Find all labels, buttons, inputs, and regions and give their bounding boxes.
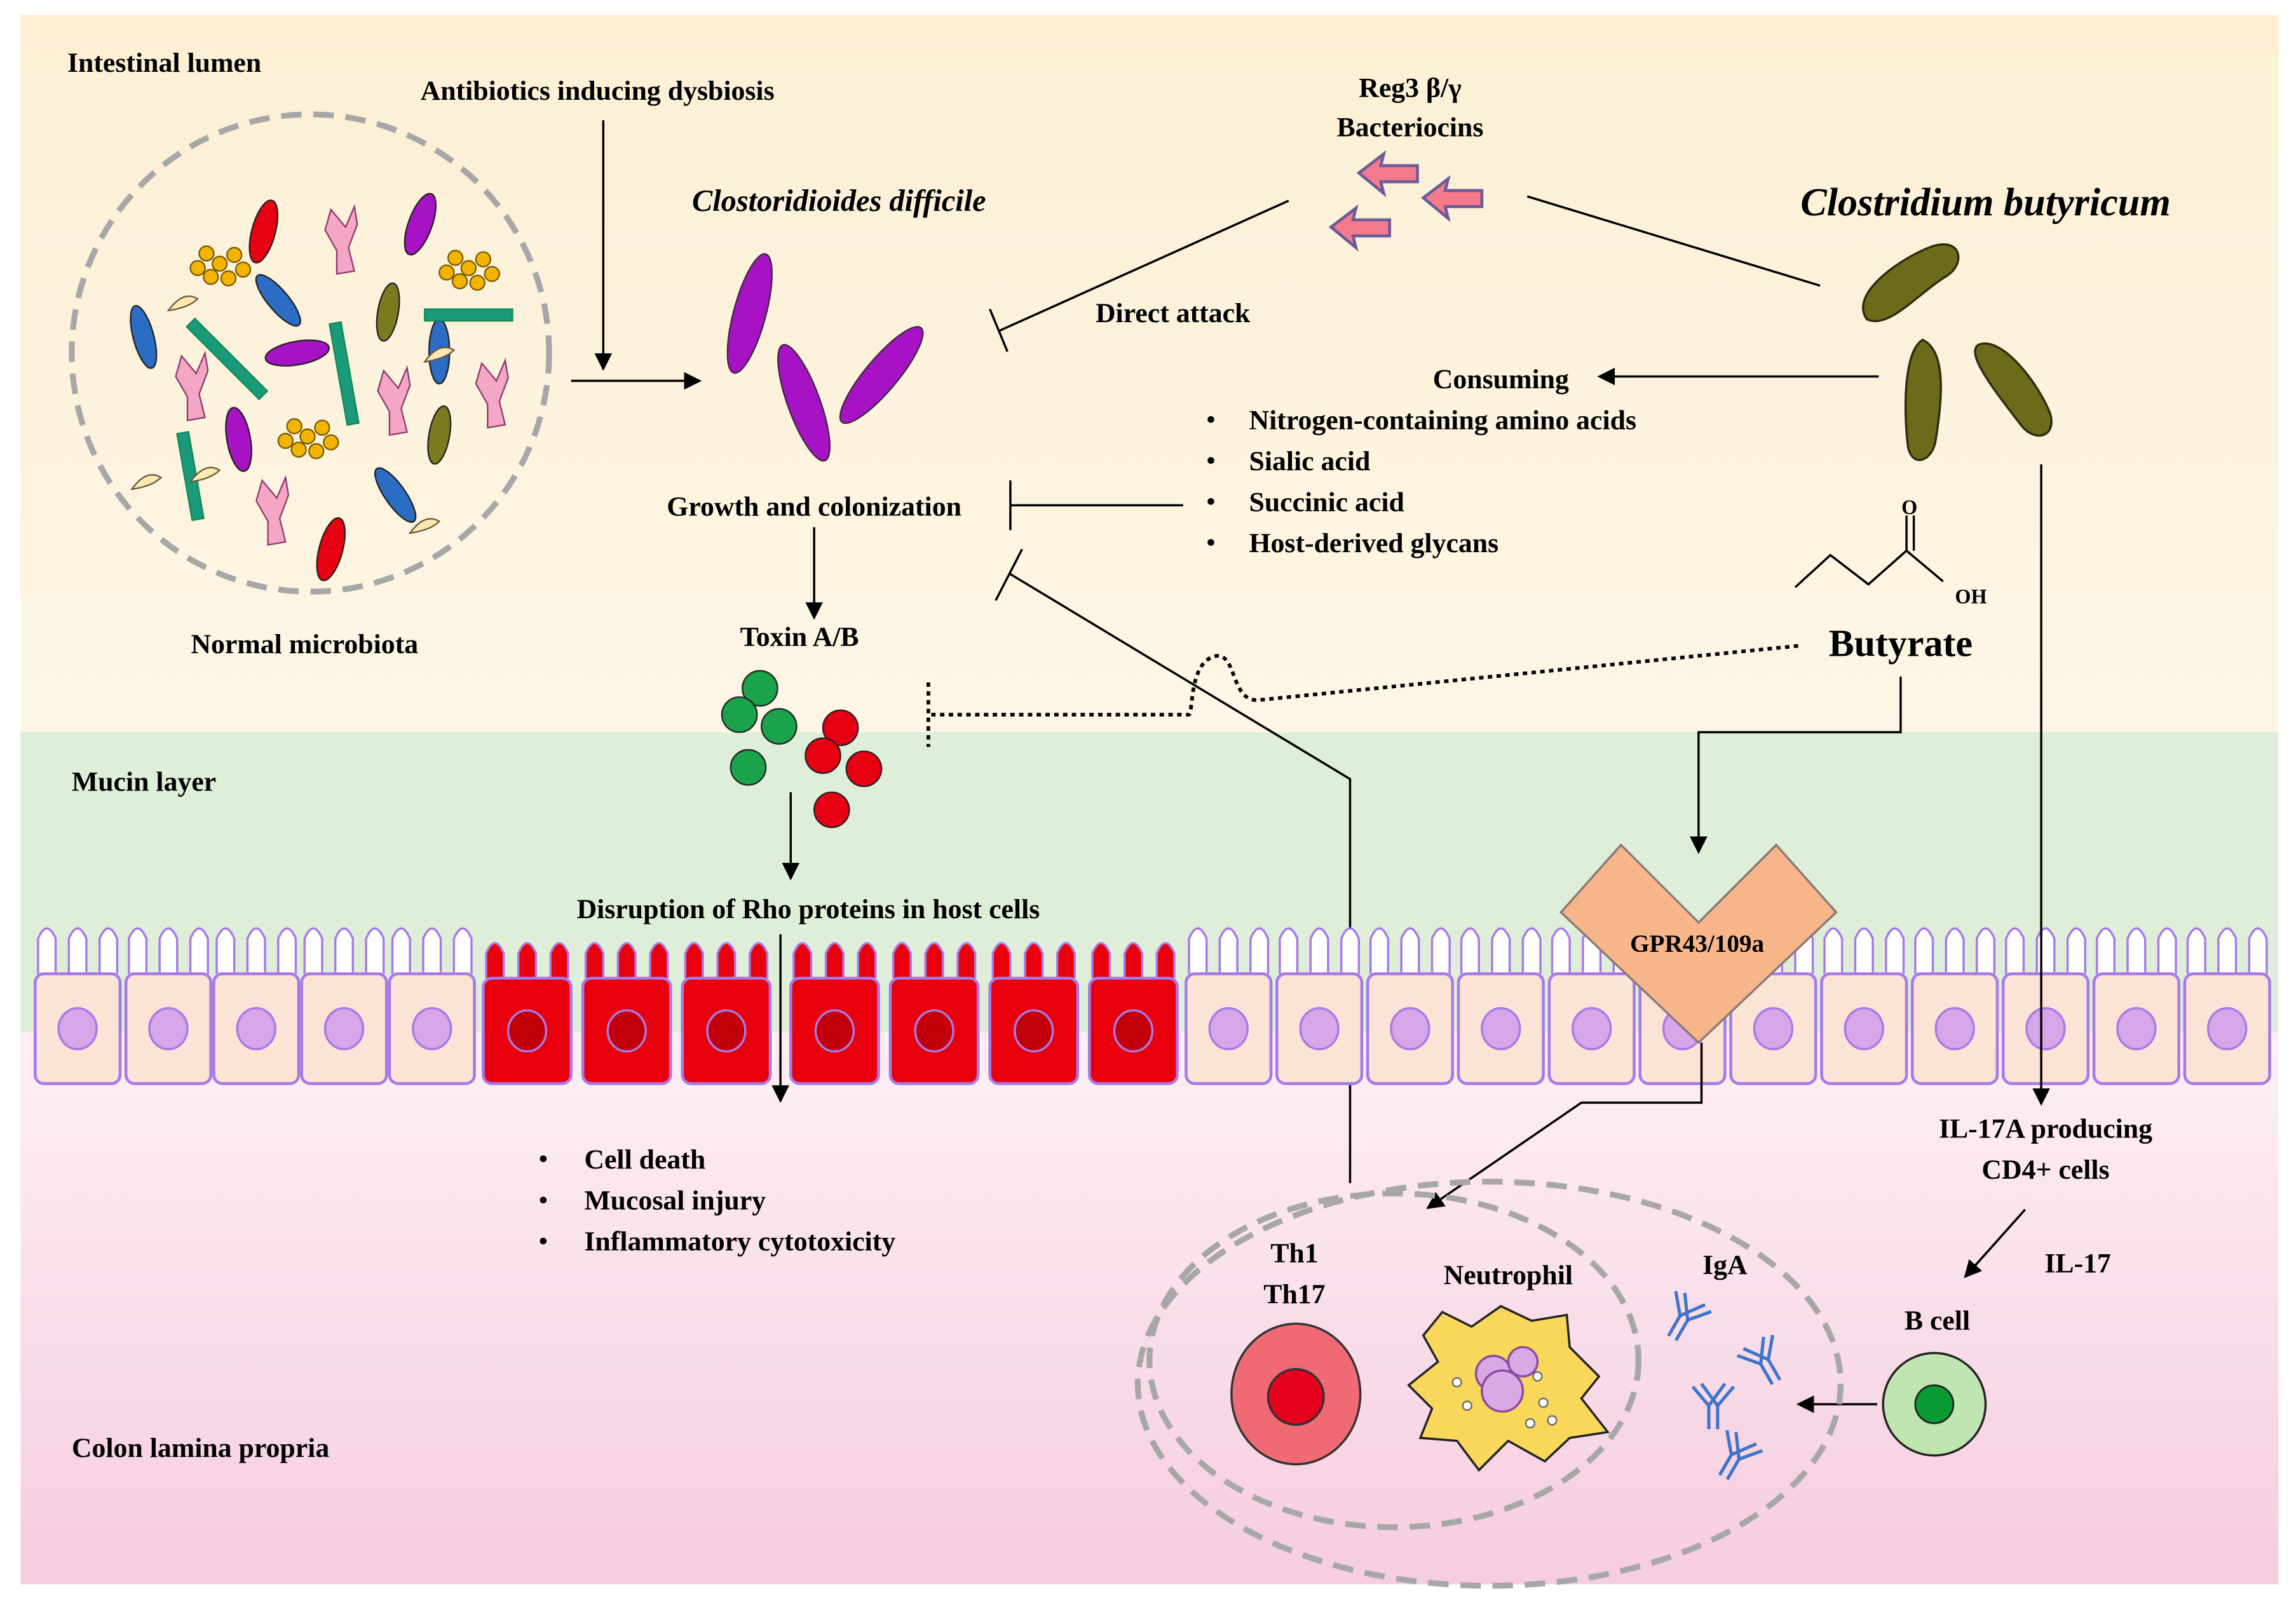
gpr43-receptor — [1559, 843, 1838, 1045]
lumen-label: Intestinal lumen — [67, 48, 261, 78]
butyricum-to-bacteriocins-line — [1526, 195, 1821, 287]
toxin-label: Toxin A/B — [740, 621, 859, 652]
butyrate-structure — [1794, 515, 1944, 588]
healthy-epithelial-cell — [2001, 927, 2090, 1085]
oxygen-atom: O — [1901, 496, 1917, 518]
bcell-label: B cell — [1905, 1306, 1970, 1336]
svg-text:•: • — [1207, 529, 1216, 557]
hydroxyl-group: OH — [1955, 585, 1987, 608]
svg-text:•: • — [1207, 406, 1216, 433]
healthy-epithelial-cell — [1820, 927, 1908, 1085]
healthy-epithelial-cell — [33, 927, 122, 1085]
neutrophil-icon — [1407, 1304, 1610, 1472]
nutrient-item: Host-derived glycans — [1249, 528, 1498, 559]
iga-antibody — [1736, 1334, 1782, 1385]
bacteriocin-arrows — [1328, 150, 1484, 252]
normal-microbiota-illustration — [69, 111, 552, 595]
il17a-label-line2: CD4+ cells — [1981, 1155, 2109, 1185]
healthy-epithelial-cell — [2092, 927, 2180, 1085]
nutrient-item: Sialic acid — [1249, 446, 1370, 477]
epithelium-layer — [33, 927, 2271, 1085]
svg-text:•: • — [539, 1186, 548, 1214]
iga-antibody — [1691, 1383, 1736, 1430]
antibiotics-label: Antibiotics inducing dysbiosis — [421, 76, 775, 106]
butyrate-to-receptor-arrow — [1690, 676, 1902, 855]
healthy-epithelial-cell — [1457, 927, 1545, 1085]
il17-label: IL-17 — [2044, 1249, 2111, 1279]
direct-attack-inhibition — [998, 200, 1289, 332]
healthy-epithelial-cell — [1185, 927, 1273, 1085]
c-butyricum-bacteria — [1862, 243, 2053, 461]
mucin-label: Mucin layer — [72, 767, 216, 797]
outcome-item: Cell death — [584, 1144, 705, 1175]
damaged-epithelial-cell — [1088, 942, 1179, 1085]
healthy-epithelial-cell — [124, 927, 213, 1085]
lumen-region — [20, 15, 2279, 733]
c-difficile-bacteria — [726, 253, 924, 462]
damaged-epithelial-cell — [988, 942, 1080, 1085]
lamina-label: Colon lamina propria — [72, 1433, 329, 1463]
iga-antibody — [1718, 1430, 1763, 1480]
healthy-epithelial-cell — [212, 927, 301, 1085]
c-butyricum-label: Clostridium butyricum — [1800, 181, 2170, 224]
damaged-epithelial-cell — [581, 942, 672, 1085]
bcell-icon — [1882, 1351, 1987, 1457]
reg3-label: Reg3 β/γ — [1359, 72, 1461, 103]
toxin-particles — [721, 670, 883, 829]
bacteriocins-label: Bacteriocins — [1336, 112, 1483, 143]
svg-text:•: • — [1207, 488, 1216, 515]
healthy-epithelial-cell — [1366, 927, 1455, 1085]
svg-text:•: • — [1207, 447, 1216, 475]
il17a-label-line1: IL-17A producing — [1939, 1114, 2152, 1144]
il17a-to-bcell-arrow — [1964, 1209, 2027, 1278]
healthy-epithelial-cell — [2183, 927, 2271, 1085]
damaged-epithelial-cell — [681, 942, 772, 1085]
immune-compartment — [1134, 1179, 1844, 1589]
outcomes-list: • Cell death • Mucosal injury • Inflamma… — [539, 1144, 895, 1257]
disruption-label: Disruption of Rho proteins in host cells — [577, 894, 1040, 924]
consumed-nutrients-list: • Nitrogen-containing amino acids • Sial… — [1207, 405, 1636, 559]
svg-text:•: • — [539, 1146, 548, 1173]
nutrient-item: Succinic acid — [1249, 487, 1404, 517]
direct-attack-label: Direct attack — [1096, 298, 1251, 328]
c-difficile-label: Clostoridioides difficile — [692, 184, 986, 218]
damaged-epithelial-cell — [789, 942, 880, 1085]
receptor-to-immune-arrow — [1426, 1042, 1703, 1209]
receptor-label: GPR43/109a — [1630, 930, 1764, 958]
healthy-epithelial-cell — [1547, 927, 1636, 1085]
th-cell-icon — [1230, 1322, 1362, 1466]
nutrient-item: Nitrogen-containing amino acids — [1249, 405, 1636, 435]
healthy-epithelial-cell — [1910, 927, 1999, 1085]
iga-antibodies — [1667, 1290, 1782, 1480]
damaged-epithelial-cell — [482, 942, 573, 1085]
svg-text:•: • — [539, 1228, 548, 1255]
lamina-region — [20, 1032, 2279, 1585]
damaged-epithelial-cell — [888, 942, 980, 1085]
healthy-epithelial-cell — [1275, 927, 1364, 1085]
healthy-epithelial-cell — [300, 927, 388, 1085]
butyrate-label: Butyrate — [1829, 623, 1973, 665]
growth-label: Growth and colonization — [667, 491, 961, 522]
butyrate-toxin-inhibition — [931, 644, 1798, 717]
outcome-item: Mucosal injury — [584, 1186, 766, 1216]
outcome-item: Inflammatory cytotoxicity — [584, 1226, 895, 1257]
normal-microbiota-label: Normal microbiota — [191, 629, 418, 660]
healthy-epithelial-cell — [388, 927, 476, 1085]
th1-label: Th1 — [1270, 1238, 1318, 1269]
iga-antibody — [1667, 1290, 1712, 1341]
neutrophil-label: Neutrophil — [1444, 1260, 1573, 1290]
iga-label: IgA — [1702, 1250, 1748, 1280]
th17-label: Th17 — [1263, 1279, 1325, 1310]
consuming-label: Consuming — [1433, 364, 1569, 395]
